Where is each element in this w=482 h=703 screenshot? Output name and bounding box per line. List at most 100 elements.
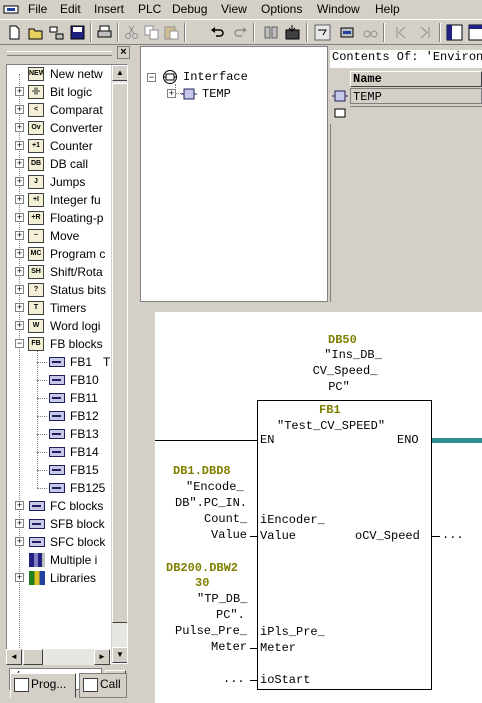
tree-item-comparat[interactable]: +<Comparat [7, 101, 127, 119]
expand-icon[interactable]: + [15, 230, 24, 240]
tree-item-fb11[interactable]: FB11 [7, 389, 127, 407]
menu-file[interactable]: File [28, 2, 48, 16]
menu-debug[interactable]: Debug [172, 2, 208, 16]
expand-icon[interactable]: + [15, 176, 24, 186]
glasses-icon[interactable] [362, 24, 379, 41]
cut-icon[interactable] [123, 24, 140, 41]
scroll-right-icon[interactable]: ► [94, 649, 110, 665]
interface-root-label[interactable]: Interface [183, 70, 248, 84]
tree-item-fb10[interactable]: FB10 [7, 371, 127, 389]
in2-address-line1[interactable]: DB200.DBW2 [166, 561, 239, 575]
horizontal-splitter[interactable] [140, 302, 482, 312]
tab-program-elements[interactable]: Prog... [10, 673, 76, 698]
menu-help[interactable]: Help [375, 2, 400, 16]
download-icon[interactable] [262, 24, 279, 41]
expand-icon[interactable]: + [167, 88, 176, 98]
tree-horizontal-scrollbar[interactable]: ◄ ► [6, 649, 110, 665]
menu-plc[interactable]: PLC [138, 2, 162, 16]
pin-iencoder-line2[interactable]: Value [260, 529, 297, 543]
new-icon[interactable] [6, 24, 23, 41]
tree-item-fc-blocks[interactable]: +FC blocks [7, 497, 127, 515]
copy-icon[interactable] [143, 24, 160, 41]
menu-edit[interactable]: Edit [60, 2, 81, 16]
pin-eno[interactable]: ENO [397, 433, 419, 447]
scroll-thumb[interactable] [112, 83, 127, 623]
tree-item-sfc-block[interactable]: +SFC block [7, 533, 127, 551]
expand-icon[interactable]: + [15, 212, 24, 222]
tree-item-fb13[interactable]: FB13 [7, 425, 127, 443]
scroll-up-icon[interactable]: ▲ [112, 65, 127, 81]
paste-icon[interactable] [163, 24, 180, 41]
app-icon[interactable] [3, 3, 19, 16]
expand-icon[interactable]: + [15, 86, 24, 96]
in2-address-line2[interactable]: 30 [195, 576, 210, 590]
window-split-icon[interactable] [468, 24, 482, 41]
table-row[interactable]: TEMP [350, 88, 482, 104]
tree-vertical-scrollbar[interactable]: ▲ ▼ [111, 65, 127, 663]
expand-icon[interactable]: + [15, 158, 24, 168]
tree-item-sfb-block[interactable]: +SFB block [7, 515, 127, 533]
pin-ipls-line1[interactable]: iPls_Pre_ [260, 625, 325, 639]
last-icon[interactable] [416, 24, 433, 41]
in1-address[interactable]: DB1.DBD8 [173, 464, 231, 478]
expand-icon[interactable]: + [15, 572, 24, 582]
close-icon[interactable]: × [117, 46, 130, 59]
undo-icon[interactable] [209, 24, 226, 41]
first-icon[interactable] [393, 24, 410, 41]
expand-icon[interactable]: + [15, 518, 24, 528]
upload-icon[interactable] [284, 24, 301, 41]
interface-child-label[interactable]: TEMP [202, 87, 231, 101]
expand-icon[interactable]: + [15, 284, 24, 294]
collapse-icon[interactable]: − [147, 72, 156, 82]
expand-icon[interactable]: + [15, 500, 24, 510]
tree-item-libraries[interactable]: +Libraries [7, 569, 127, 587]
expand-icon[interactable]: + [15, 266, 24, 276]
panel-grip[interactable] [7, 51, 112, 56]
new-row-icon[interactable] [334, 108, 346, 118]
expand-icon[interactable]: + [15, 140, 24, 150]
column-header-name[interactable]: Name [350, 71, 482, 87]
pin-ocv-speed[interactable]: oCV_Speed [355, 529, 420, 543]
scroll-left-icon[interactable]: ◄ [6, 649, 22, 665]
hscroll-thumb[interactable] [23, 649, 43, 665]
pin-iostart[interactable]: ioStart [260, 673, 311, 687]
open-icon[interactable] [27, 24, 44, 41]
expand-icon[interactable]: + [15, 194, 24, 204]
tree-item-fb12[interactable]: FB12 [7, 407, 127, 425]
tree-item-fb15[interactable]: FB15 [7, 461, 127, 479]
save-icon[interactable] [69, 24, 86, 41]
tree-item-move[interactable]: +~Move [7, 227, 127, 245]
pin-ipls-line2[interactable]: Meter [260, 641, 297, 655]
tree-item-bit-logic[interactable]: +-||-Bit logic [7, 83, 127, 101]
in3-value[interactable]: ... [223, 672, 245, 686]
expand-icon[interactable]: + [15, 248, 24, 258]
expand-icon[interactable]: + [15, 302, 24, 312]
expand-icon[interactable]: + [15, 536, 24, 546]
menu-options[interactable]: Options [261, 2, 303, 16]
print-icon[interactable] [96, 24, 113, 41]
tree-item-status-bits[interactable]: +?Status bits [7, 281, 127, 299]
expand-icon[interactable]: + [15, 104, 24, 114]
menu-view[interactable]: View [221, 2, 247, 16]
modify-icon[interactable] [339, 24, 356, 41]
expand-icon[interactable]: + [15, 122, 24, 132]
redo-icon[interactable] [232, 24, 249, 41]
network-icon[interactable] [48, 24, 65, 41]
tree-item-fb14[interactable]: FB14 [7, 443, 127, 461]
pin-iencoder-line1[interactable]: iEncoder_ [260, 513, 325, 527]
menu-window[interactable]: Window [317, 2, 360, 16]
expand-icon[interactable]: + [15, 320, 24, 330]
pin-en[interactable]: EN [260, 433, 275, 447]
instance-db-address[interactable]: DB50 [328, 333, 357, 347]
fb-call-box[interactable]: FB1 "Test_CV_SPEED" EN ENO iEncoder_ Val… [257, 400, 432, 690]
tab-call-structure[interactable]: Call [79, 673, 127, 698]
